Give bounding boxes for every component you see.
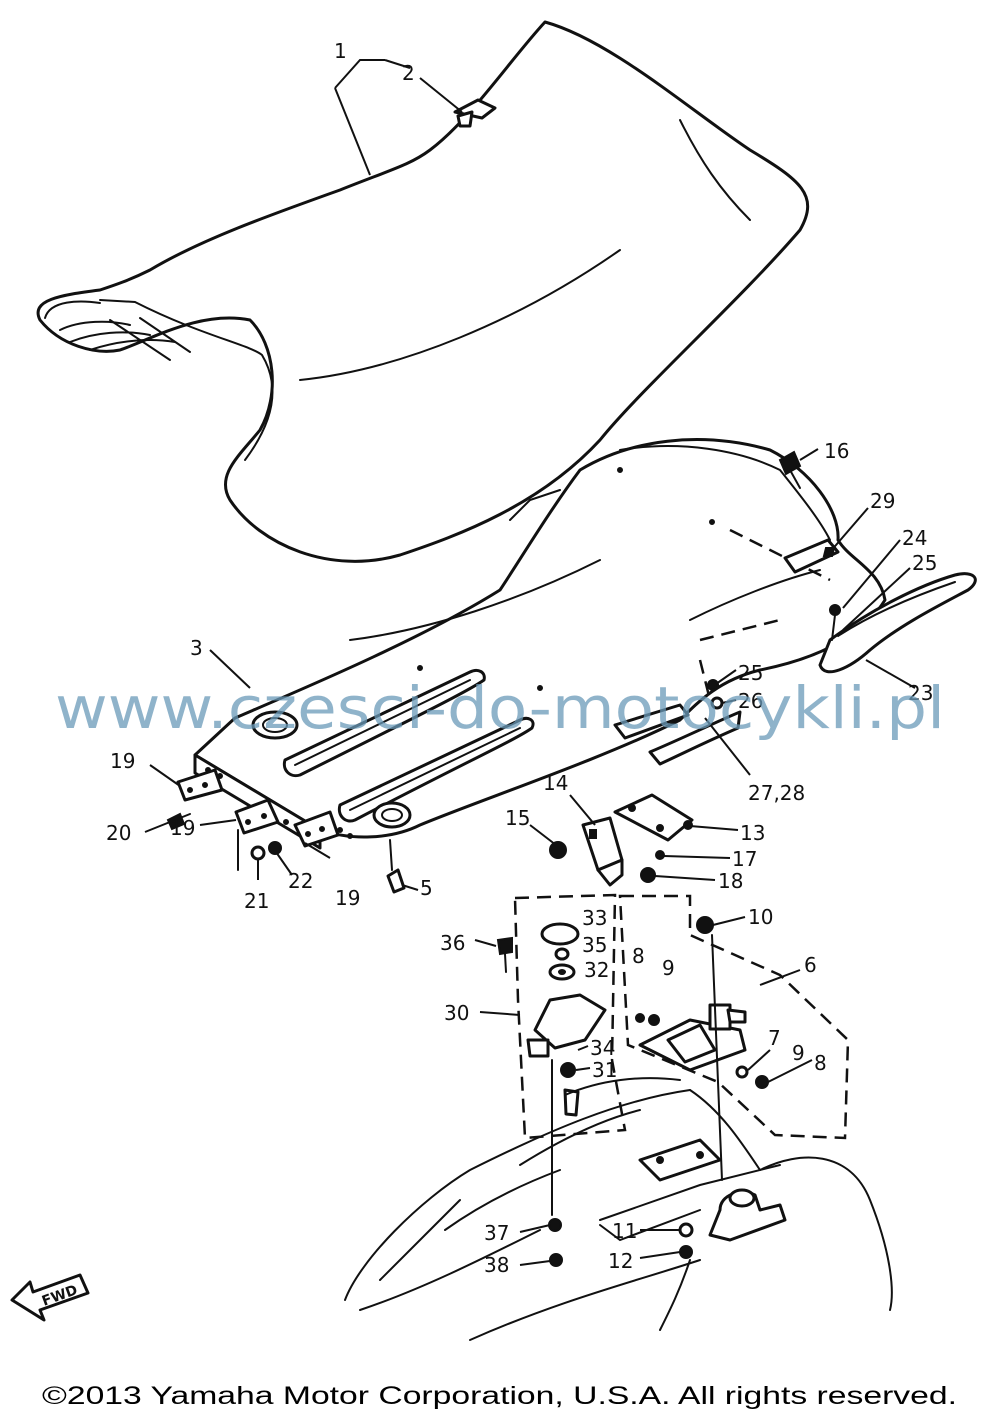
callout-12: 12: [608, 1249, 633, 1273]
callout-labels: 1 2 3 16 29 24 25 23 25 26 27,28 13 14 1…: [106, 39, 937, 1277]
seat-base: [193, 438, 887, 850]
callout-38: 38: [484, 1253, 509, 1277]
callout-19-b: 19: [170, 816, 195, 840]
callout-9-b: 9: [792, 1041, 805, 1065]
alignment-lines: [389, 528, 831, 871]
callout-9-a: 9: [662, 956, 675, 980]
bolts-15-17-18: [549, 841, 665, 883]
callout-15: 15: [505, 806, 530, 830]
brackets-19: [166, 768, 340, 871]
plate-4: [613, 703, 690, 740]
callout-2: 2: [402, 61, 415, 85]
callout-32: 32: [584, 958, 609, 982]
bracket-13: [613, 793, 694, 842]
callout-25-strap: 25: [912, 551, 937, 575]
callout-10: 10: [748, 905, 773, 929]
bolt-16: [778, 450, 802, 489]
grab-strap: [818, 572, 977, 674]
callout-31: 31: [592, 1058, 617, 1082]
callout-35: 35: [582, 933, 607, 957]
callout-13: 13: [740, 821, 765, 845]
callout-11: 11: [612, 1219, 637, 1243]
callout-8-b: 8: [814, 1051, 827, 1075]
seat-frame: [344, 1059, 893, 1341]
callout-7: 7: [768, 1026, 781, 1050]
seat-clip: [453, 98, 497, 128]
callout-22: 22: [288, 869, 313, 893]
latch-14: [581, 816, 624, 887]
guide-27-28: [648, 710, 742, 766]
callout-21: 21: [244, 889, 269, 913]
callout-34: 34: [590, 1036, 615, 1060]
callout-37: 37: [484, 1221, 509, 1245]
callout-18: 18: [718, 869, 743, 893]
watermark-url: www.czesci-do-motocykli.pl: [55, 674, 945, 742]
callout-20: 20: [106, 821, 131, 845]
callout-5: 5: [420, 876, 433, 900]
callout-8-a: 8: [632, 944, 645, 968]
callout-19-c: 19: [335, 886, 360, 910]
callout-23: 23: [908, 681, 933, 705]
callout-27-28: 27,28: [748, 781, 805, 805]
bolt-5: [386, 868, 406, 894]
callout-33: 33: [582, 906, 607, 930]
callout-6: 6: [804, 953, 817, 977]
callout-16: 16: [824, 439, 849, 463]
forward-arrow: FWD: [10, 1273, 90, 1322]
callout-25-collar: 25: [738, 661, 763, 685]
callout-36: 36: [440, 931, 465, 955]
callout-26: 26: [738, 689, 763, 713]
callout-30: 30: [444, 1001, 469, 1025]
lock-assembly: [496, 893, 627, 1140]
callout-29: 29: [870, 489, 895, 513]
callout-24: 24: [902, 526, 927, 550]
leader-lines: [144, 59, 916, 1266]
callout-1: 1: [334, 39, 347, 63]
seat-lock: [618, 894, 850, 1181]
callout-14: 14: [543, 771, 568, 795]
callout-19-a: 19: [110, 749, 135, 773]
callout-3: 3: [190, 636, 203, 660]
copyright-notice: ©2013 Yamaha Motor Corporation, U.S.A. A…: [42, 1382, 957, 1410]
callout-17: 17: [732, 847, 757, 871]
strap-bolts: [829, 604, 841, 641]
seat-cushion: [36, 20, 810, 563]
